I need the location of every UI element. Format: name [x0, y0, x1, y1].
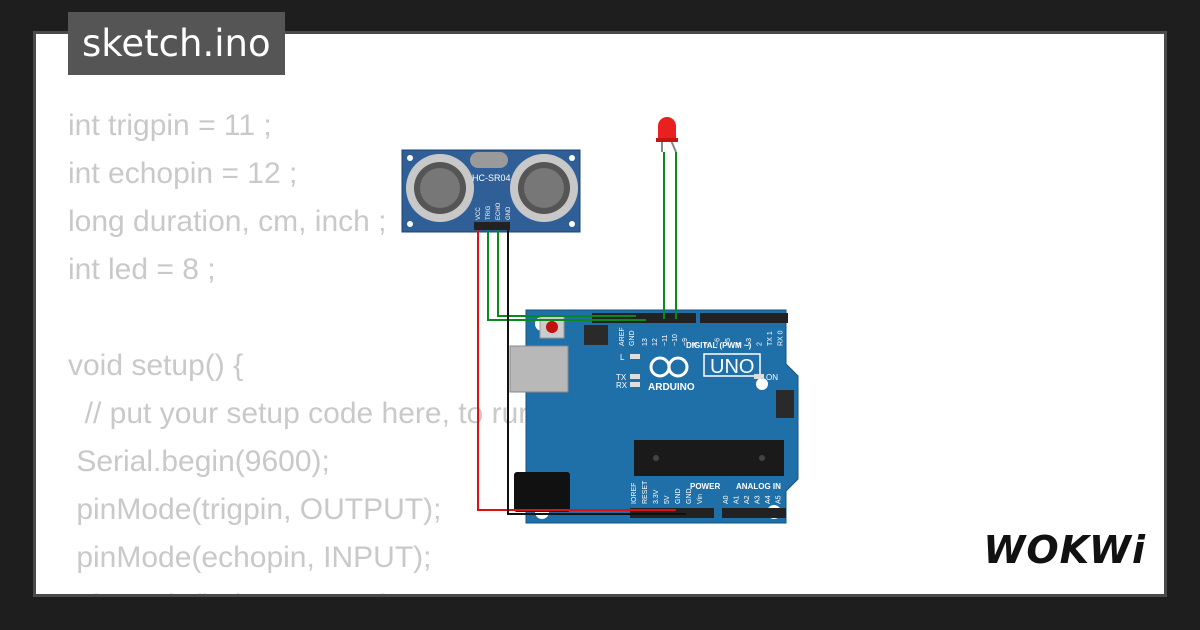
l-label: L [620, 353, 625, 362]
crystal [470, 152, 508, 168]
wire-echo [497, 230, 636, 317]
tx-label: TX [616, 373, 627, 382]
pin-label: GND [506, 206, 512, 220]
icsp-header-right [776, 390, 794, 418]
wires [477, 152, 686, 515]
tx-led [630, 374, 640, 379]
gnd-label: GND [629, 330, 636, 346]
power-pin-labels: IOREF RESET 3.3V 5V GND GND Vin [631, 480, 704, 504]
pin-label: A2 [744, 495, 751, 504]
pin-label: IOREF [631, 483, 638, 504]
icsp-header [584, 325, 608, 345]
pin-label: RESET [642, 480, 649, 504]
wokwi-logo: WOKWi [983, 528, 1146, 572]
pin-label: ~9 [682, 338, 689, 346]
on-led [754, 374, 764, 379]
pin-label: GND [686, 488, 693, 504]
sensor-model-label: HC-SR04 [472, 173, 511, 183]
pin-label: A5 [776, 495, 783, 504]
pin-label: Vin [697, 494, 704, 504]
pin-label: ECHO [496, 202, 502, 220]
pin-label: ~11 [662, 335, 669, 346]
code-line: int echopin = 12 ; [68, 157, 298, 190]
code-line: long duration, cm, inch ; [68, 205, 387, 238]
red-led[interactable] [656, 117, 678, 153]
pin-label: 8 [692, 342, 699, 346]
pin-label: A3 [755, 495, 762, 504]
digital-header-label: DIGITAL (PWM ~) [686, 341, 752, 350]
pin-label: 4 [736, 342, 743, 346]
pin-label: 5V [664, 495, 671, 504]
wire-trig [487, 230, 646, 321]
pin-label: A4 [765, 495, 772, 504]
analog-header [722, 508, 786, 518]
code-line: pinMode(trigpin, OUTPUT); [68, 493, 442, 526]
wire-gnd [507, 230, 686, 515]
transducer-right [510, 154, 578, 222]
wire-vcc [477, 230, 676, 511]
power-header-label: POWER [690, 482, 720, 491]
aref-label: AREF [619, 327, 626, 346]
pin-label: GND [675, 488, 682, 504]
pin-label: ~5 [725, 338, 732, 346]
pin-label: VCC [476, 207, 482, 220]
file-tab-label: sketch.ino [82, 22, 271, 65]
code-line: Serial.begin(9600); [68, 445, 330, 478]
pin-label: 7 [704, 342, 711, 346]
arduino-brand-label: ARDUINO [648, 382, 695, 393]
pin-label: 13 [642, 338, 649, 346]
uno-box [703, 353, 761, 377]
code-panel: int trigpin = 11 ; int echopin = 12 ; long… [36, 34, 1164, 594]
pin-label: A0 [723, 495, 730, 504]
pin-label: 2 [757, 342, 764, 346]
pin-label: ~6 [715, 338, 722, 346]
pin-label: TX 1 [767, 331, 774, 346]
pin-label: RX 0 [778, 330, 785, 346]
power-jack [514, 472, 570, 512]
pin-label: ~3 [746, 338, 753, 346]
rx-led [630, 382, 640, 387]
hc-sr04-sensor[interactable]: HC-SR04 VCC TRIG ECHO GND [401, 149, 581, 233]
digital-header-right [700, 313, 788, 323]
sensor-pin-header [474, 222, 510, 230]
code-line: int trigpin = 11 ; [68, 109, 272, 142]
code-line: int led = 8 ; [68, 253, 216, 286]
on-label: ON [766, 373, 778, 382]
digital-header-left [592, 313, 696, 323]
rx-label: RX [616, 381, 628, 390]
pin-label: 3.3V [653, 489, 660, 504]
arduino-logo-icon [649, 356, 689, 378]
pin-label: 12 [652, 338, 659, 346]
file-tab[interactable]: sketch.ino [68, 12, 285, 75]
pin-label: A1 [734, 495, 741, 504]
uno-label: UNO [710, 356, 754, 378]
l-led [630, 354, 640, 359]
pin-label: ~10 [672, 334, 679, 346]
code-line: void setup() { [68, 349, 244, 382]
mount-hole [756, 378, 768, 390]
circuit-diagram: UNO ARDUINO DIGITAL (PWM ~) ON TX RX L P… [401, 117, 799, 524]
arduino-uno-board[interactable]: UNO ARDUINO DIGITAL (PWM ~) ON TX RX L P… [509, 309, 799, 524]
analog-header-label: ANALOG IN [736, 482, 781, 491]
code-line: pinMode(led, OUTPUT); [68, 582, 768, 594]
usb-connector [509, 345, 569, 393]
sensor-pin-labels: VCC TRIG ECHO GND [476, 202, 512, 220]
code-line: pinMode(echopin, INPUT); [68, 541, 432, 574]
transducer-left [406, 154, 474, 222]
reset-button-cap [546, 321, 558, 333]
pin-label: TRIG [486, 205, 492, 220]
